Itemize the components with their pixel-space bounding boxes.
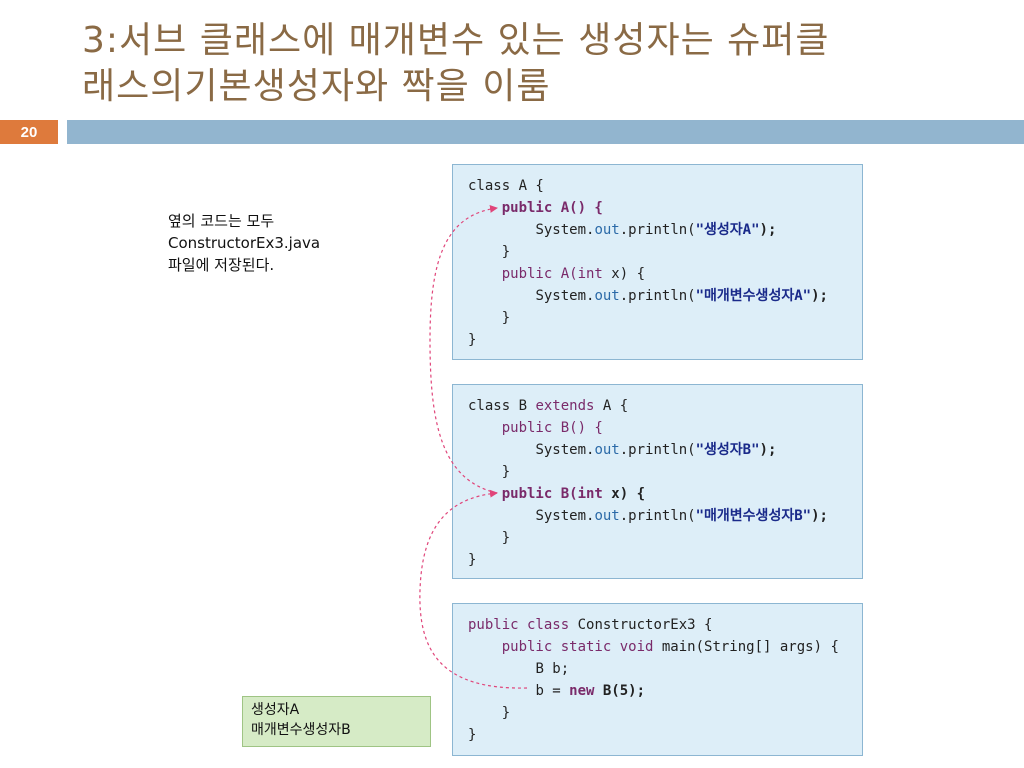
output-line: 생성자A bbox=[251, 702, 300, 718]
code-line: System.out.println("생성자A"); bbox=[468, 219, 862, 241]
code-line: class B extends A { bbox=[468, 395, 862, 417]
code-text: int bbox=[577, 266, 603, 282]
code-text: ); bbox=[759, 442, 777, 458]
code-text: .println( bbox=[619, 442, 696, 458]
code-line: } bbox=[468, 461, 862, 483]
code-line: } bbox=[468, 329, 862, 351]
code-text: public class bbox=[468, 617, 570, 633]
code-text: class B bbox=[468, 398, 536, 414]
code-text: B b; bbox=[535, 661, 570, 677]
code-text: .println( bbox=[619, 222, 696, 238]
code-line: } bbox=[468, 241, 862, 263]
code-text: A { bbox=[594, 398, 629, 414]
code-text: } bbox=[501, 244, 511, 260]
code-line: public B(int x) { bbox=[468, 483, 862, 505]
arrow-main-to-b bbox=[419, 489, 528, 689]
code-text: public B() { bbox=[501, 420, 603, 436]
title-accent-bar bbox=[67, 120, 1024, 144]
code-text: ); bbox=[759, 222, 777, 238]
slide-title-line-1: 3:서브 클래스에 매개변수 있는 생성자는 슈퍼클 bbox=[82, 20, 830, 61]
code-line: } bbox=[468, 702, 862, 724]
code-text: } bbox=[468, 727, 477, 743]
code-text: out bbox=[594, 442, 620, 458]
code-line: System.out.println("매개변수생성자A"); bbox=[468, 285, 862, 307]
code-text: out bbox=[594, 508, 620, 524]
code-text: .println( bbox=[619, 288, 696, 304]
code-text: System. bbox=[535, 508, 595, 524]
code-box-class-b: class B extends A { public B() { System.… bbox=[452, 384, 863, 579]
code-text: ); bbox=[811, 508, 828, 524]
code-line: public static void main(String[] args) { bbox=[468, 636, 862, 658]
code-text: new bbox=[569, 683, 595, 699]
code-text: int bbox=[577, 486, 603, 502]
note-line: ConstructorEx3.java bbox=[168, 234, 321, 252]
code-line: b = new B(5); bbox=[468, 680, 862, 702]
output-box: 생성자A 매개변수생성자B bbox=[242, 696, 431, 747]
code-text: public A() { bbox=[501, 200, 603, 216]
code-line: class A { bbox=[468, 175, 862, 197]
code-text: main(String[] args) { bbox=[653, 639, 839, 655]
code-text: } bbox=[468, 332, 477, 348]
code-text: public static void bbox=[501, 639, 654, 655]
code-text: public B( bbox=[501, 486, 578, 502]
code-string: "생성자B" bbox=[695, 442, 760, 458]
code-text: x) { bbox=[602, 486, 646, 502]
code-line: } bbox=[468, 549, 862, 571]
code-string: "생성자A" bbox=[695, 222, 760, 238]
file-note: 옆의 코드는 모두 ConstructorEx3.java 파일에 저장된다. bbox=[168, 210, 320, 276]
code-string: "매개변수생성자B" bbox=[695, 508, 812, 524]
code-text: System. bbox=[535, 442, 595, 458]
code-line: public B() { bbox=[468, 417, 862, 439]
slide-number: 20 bbox=[0, 120, 58, 144]
note-line: 옆의 코드는 모두 bbox=[168, 212, 275, 230]
code-text: ConstructorEx3 { bbox=[569, 617, 713, 633]
code-box-class-a: class A { public A() { System.out.printl… bbox=[452, 164, 863, 360]
code-text: System. bbox=[535, 288, 595, 304]
arrow-b-to-a bbox=[429, 204, 498, 494]
slide-title: 3:서브 클래스에 매개변수 있는 생성자는 슈퍼클 래스의기본생성자와 짝을 … bbox=[82, 18, 1002, 110]
code-line: } bbox=[468, 724, 862, 746]
code-text: class A { bbox=[468, 178, 544, 194]
code-text: } bbox=[501, 464, 511, 480]
code-line: B b; bbox=[468, 658, 862, 680]
code-text: public A( bbox=[501, 266, 578, 282]
code-text: } bbox=[468, 552, 477, 568]
code-text: } bbox=[501, 530, 511, 546]
code-line: } bbox=[468, 527, 862, 549]
code-text: out bbox=[594, 288, 620, 304]
code-text: System. bbox=[535, 222, 595, 238]
code-line: } bbox=[468, 307, 862, 329]
code-text: out bbox=[594, 222, 620, 238]
code-line: public class ConstructorEx3 { bbox=[468, 614, 862, 636]
code-text: B(5); bbox=[594, 683, 646, 699]
code-text: x) { bbox=[602, 266, 646, 282]
code-text: } bbox=[501, 310, 511, 326]
code-text: ); bbox=[811, 288, 828, 304]
code-line: public A(int x) { bbox=[468, 263, 862, 285]
code-text: .println( bbox=[619, 508, 696, 524]
code-text: } bbox=[501, 705, 511, 721]
code-line: public A() { bbox=[468, 197, 862, 219]
note-line: 파일에 저장된다. bbox=[168, 256, 275, 274]
code-line: System.out.println("매개변수생성자B"); bbox=[468, 505, 862, 527]
code-text: extends bbox=[535, 398, 595, 414]
code-string: "매개변수생성자A" bbox=[695, 288, 812, 304]
code-line: System.out.println("생성자B"); bbox=[468, 439, 862, 461]
code-box-main: public class ConstructorEx3 { public sta… bbox=[452, 603, 863, 756]
output-line: 매개변수생성자B bbox=[251, 722, 351, 738]
code-text: b = bbox=[535, 683, 570, 699]
slide-title-line-2: 래스의기본생성자와 짝을 이룸 bbox=[82, 66, 551, 107]
